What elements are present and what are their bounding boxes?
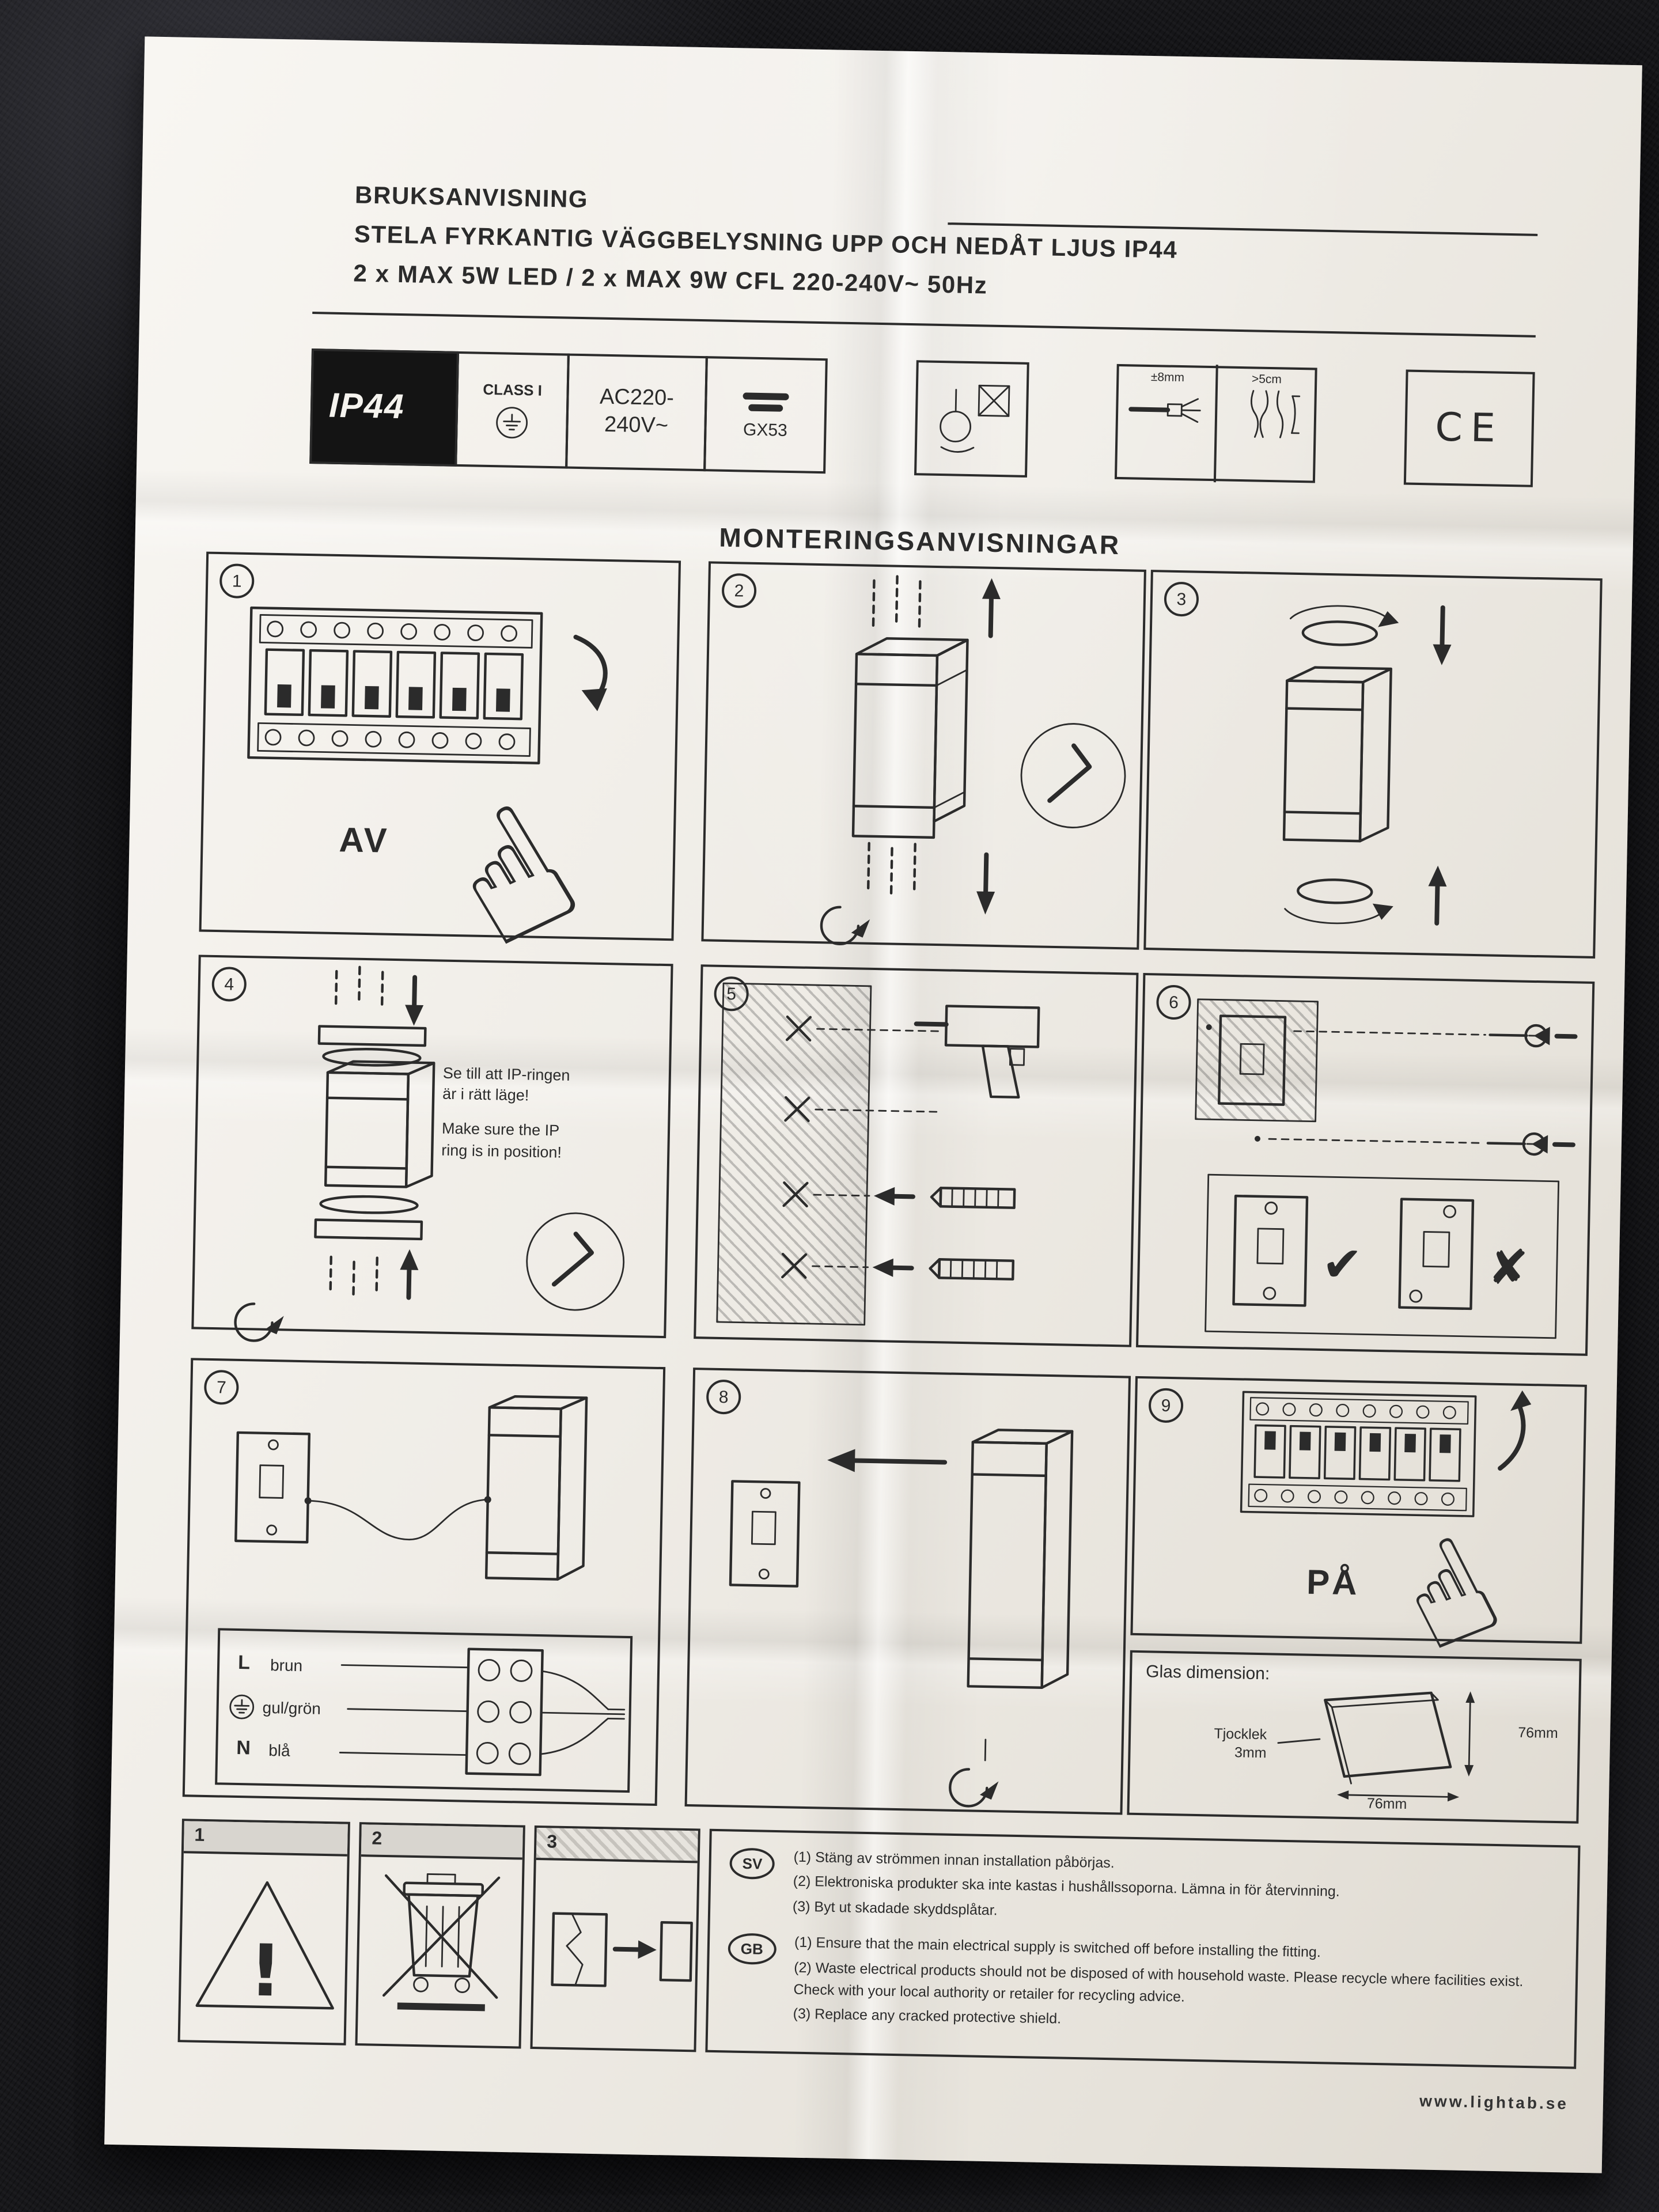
warning-box-1-number: 1 bbox=[194, 1825, 205, 1846]
drill-wall-plug-diagram bbox=[716, 982, 1040, 1326]
wiring-connection-diagram bbox=[234, 1395, 588, 1581]
voltage-badge: AC220- 240V~ bbox=[565, 353, 708, 472]
warning-box-2-number: 2 bbox=[372, 1829, 382, 1849]
wire-length-label: >5cm bbox=[1251, 372, 1282, 387]
fixture-glass-remove-diagram bbox=[820, 575, 1126, 945]
step-3-box: 3 bbox=[1143, 570, 1603, 959]
hand-icon: ☝ bbox=[416, 764, 610, 991]
fixture-cap-rotate-diagram bbox=[1282, 605, 1452, 926]
instruction-sheet: BRUKSANVISNING STELA FYRKANTIG VÄGGBELYS… bbox=[104, 36, 1642, 2173]
breaker-panel-on-diagram: ☝ bbox=[1240, 1390, 1532, 1686]
breaker-panel-off-diagram: ☝ bbox=[247, 606, 610, 991]
cross-icon: ✘ bbox=[1487, 1239, 1529, 1296]
step-4-note: Se till att IP-ringen är i rätt läge! Ma… bbox=[441, 1063, 668, 1165]
thickness-value: 3mm bbox=[1234, 1744, 1267, 1762]
strip-length-cell: ±8mm bbox=[1118, 363, 1217, 482]
terminal-block-diagram bbox=[339, 1647, 626, 1777]
notes-sv-row: SV (1) Stäng av strömmen innan installat… bbox=[729, 1845, 1559, 1935]
warning-box-3-header: 3 bbox=[536, 1828, 698, 1863]
warning-box-3-number: 3 bbox=[546, 1832, 558, 1853]
ce-mark-badge: CE bbox=[1403, 369, 1535, 487]
warning-box-1: 1 ! bbox=[177, 1819, 350, 2046]
voltage-line2: 240V~ bbox=[604, 412, 669, 438]
spec-group-ratings: IP44 CLASS I AC220- 240V~ bbox=[309, 349, 828, 474]
title-block: BRUKSANVISNING STELA FYRKANTIG VÄGGBELYS… bbox=[353, 176, 1179, 309]
step-2-box: 2 bbox=[701, 561, 1146, 950]
step-6-box: 6 ✔ bbox=[1136, 972, 1595, 1356]
no-enclosure-icon bbox=[939, 384, 1010, 453]
notes-gb-row: GB (1) Ensure that the main electrical s… bbox=[726, 1931, 1558, 2043]
cable-prep-badge: ±8mm >5cm bbox=[1115, 363, 1318, 484]
weee-bin-icon bbox=[382, 1873, 501, 2012]
sv-note-lines: (1) Stäng av strömmen innan installation… bbox=[792, 1847, 1340, 1931]
glass-dimension-title: Glas dimension: bbox=[1145, 1662, 1270, 1684]
fixture-warning-badge bbox=[914, 360, 1029, 478]
header-rule-bottom bbox=[312, 312, 1536, 338]
ip44-badge: IP44 bbox=[309, 349, 459, 467]
step-9-label: PÅ bbox=[1306, 1563, 1360, 1603]
lamp-base-label: GX53 bbox=[743, 419, 788, 440]
step-7-box: 7 L brun gul/grön bbox=[182, 1358, 666, 1806]
warning-box-1-header: 1 bbox=[183, 1821, 348, 1857]
ip44-label: IP44 bbox=[328, 387, 406, 427]
wires-icon bbox=[1251, 390, 1301, 438]
ce-mark: CE bbox=[1434, 404, 1504, 452]
strip-length-label: ±8mm bbox=[1150, 370, 1185, 385]
glass-height-label: 76mm bbox=[1518, 1724, 1559, 1742]
spec-badge-row: IP44 CLASS I AC220- 240V~ bbox=[309, 349, 1535, 487]
lamp-base-badge: GX53 bbox=[703, 356, 828, 474]
wiring-legend-box: L brun gul/grön N blå bbox=[215, 1628, 633, 1793]
step-1-box: 1 ☝ AV bbox=[199, 551, 681, 991]
glass-dimension-box: Glas dimension: Tjocklek 3mm 76mm 76mm bbox=[1127, 1650, 1582, 1824]
earth-ground-icon bbox=[229, 1694, 255, 1719]
glass-width-label: 76mm bbox=[1366, 1795, 1407, 1813]
gb-note-lines: (1) Ensure that the main electrical supp… bbox=[793, 1932, 1558, 2043]
gx53-base-icon bbox=[743, 392, 789, 411]
website-url: www.lightab.se bbox=[1419, 2091, 1569, 2113]
bracket-screw-diagram: ✔ ✘ bbox=[1195, 998, 1578, 1339]
gb-language-badge: GB bbox=[728, 1933, 777, 1965]
check-icon: ✔ bbox=[1321, 1236, 1363, 1293]
stripped-cable-icon bbox=[1128, 398, 1202, 423]
step-9-box: 9 ☝ PÅ bbox=[1130, 1376, 1587, 1686]
notes-box: SV (1) Stäng av strömmen innan installat… bbox=[705, 1828, 1581, 2069]
fixture-mounting-diagram bbox=[729, 1429, 1074, 1808]
step-1-label: AV bbox=[339, 821, 390, 861]
step-5-box: 5 bbox=[694, 964, 1139, 1347]
warning-triangle-icon: ! bbox=[195, 1881, 334, 2013]
class-badge: CLASS I bbox=[454, 351, 570, 469]
thickness-label: Tjocklek bbox=[1214, 1725, 1267, 1743]
warning-box-2: 2 bbox=[355, 1822, 525, 2049]
class-label: CLASS I bbox=[483, 380, 543, 399]
sv-language-badge: SV bbox=[729, 1847, 775, 1880]
glass-pane-diagram bbox=[1277, 1691, 1475, 1802]
step-4-box: 4 Se till att IP-r bbox=[191, 955, 673, 1342]
wire-length-cell: >5cm bbox=[1214, 365, 1316, 484]
exclamation-glyph: ! bbox=[248, 1929, 282, 2013]
step-8-box: 8 bbox=[684, 1368, 1131, 1815]
warning-box-3: 3 bbox=[530, 1825, 700, 2052]
note-en-line2: ring is in position! bbox=[441, 1141, 562, 1161]
voltage-line1: AC220- bbox=[599, 385, 675, 411]
ip-ring-exploded-diagram bbox=[234, 965, 625, 1342]
earth-ground-icon bbox=[496, 406, 528, 438]
replace-shield-icon bbox=[551, 1912, 693, 1987]
warning-box-2-header: 2 bbox=[361, 1824, 523, 1860]
